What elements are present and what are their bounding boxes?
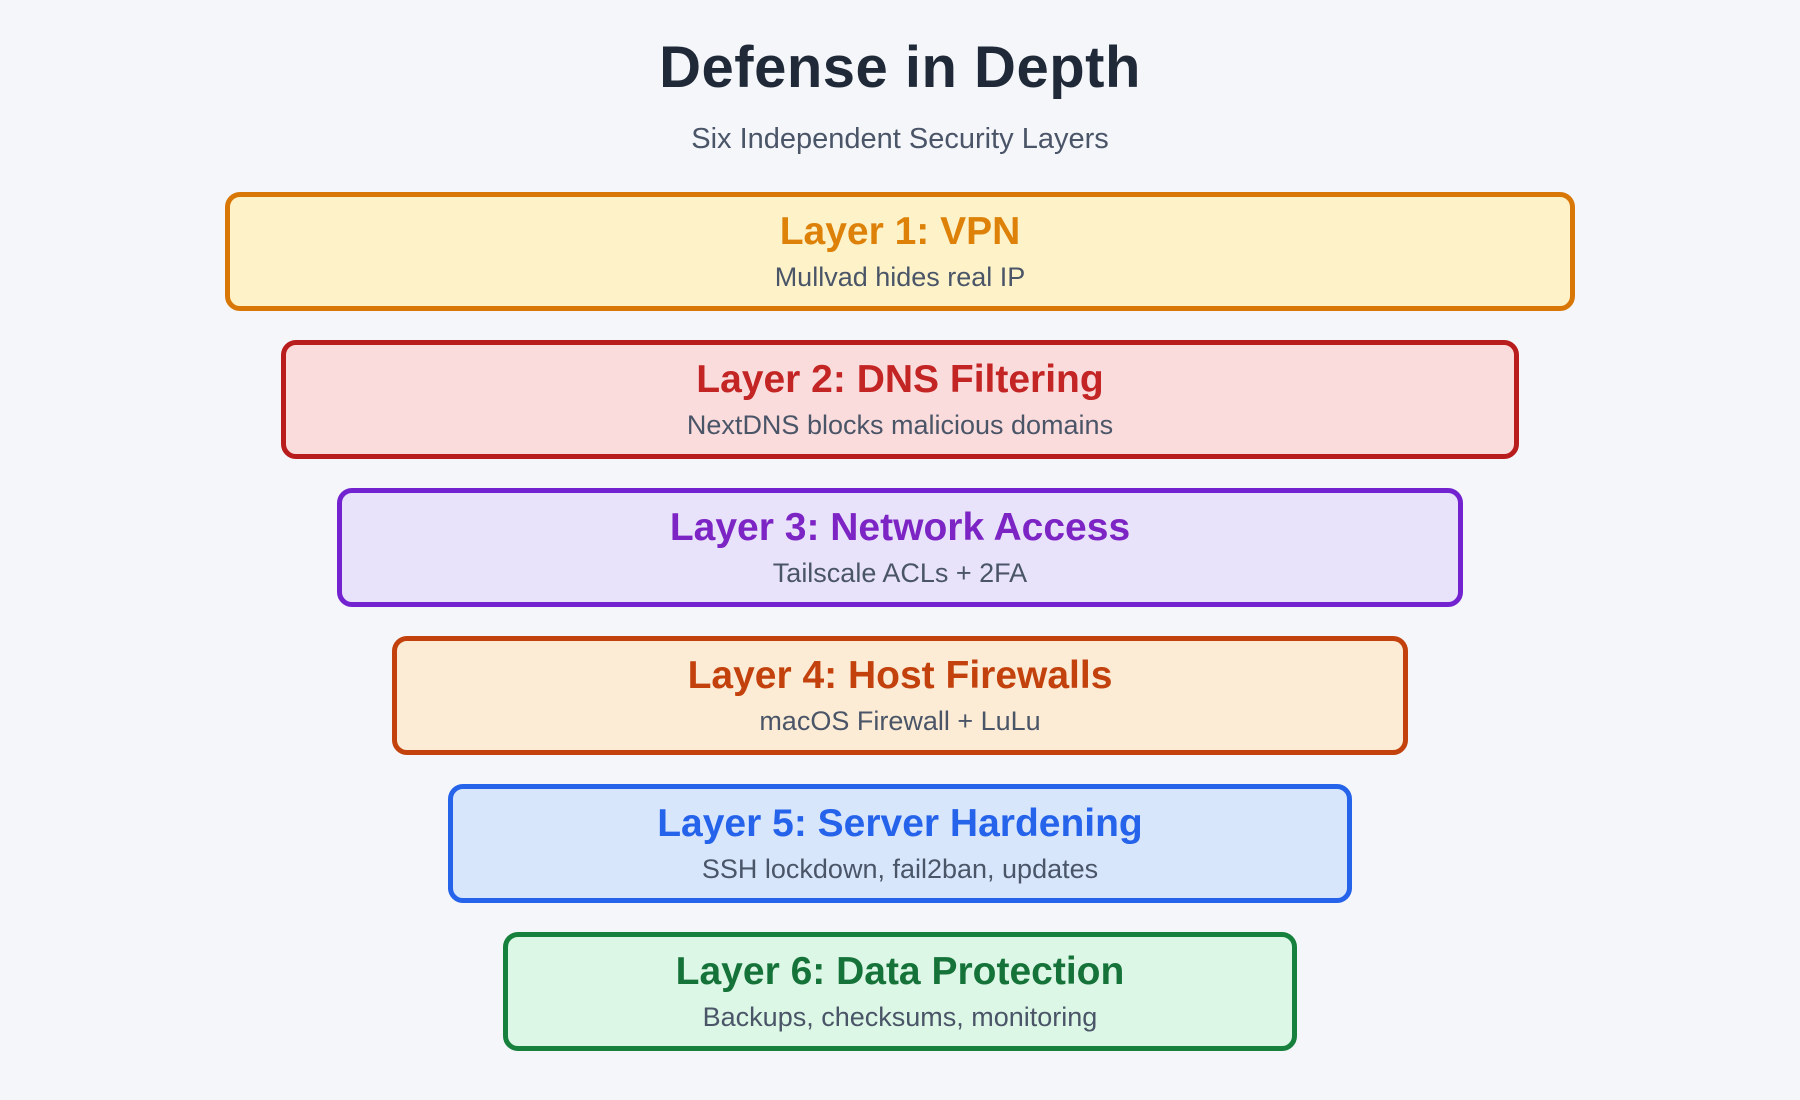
page-title: Defense in Depth [659, 35, 1141, 100]
layer-3-subtitle: Tailscale ACLs + 2FA [772, 557, 1028, 588]
layer-box-1: Layer 1: VPN Mullvad hides real IP [225, 192, 1575, 311]
layer-5-subtitle: SSH lockdown, fail2ban, updates [701, 853, 1099, 884]
layer-4-title: Layer 4: Host Firewalls [687, 653, 1113, 697]
layer-6-subtitle: Backups, checksums, monitoring [702, 1001, 1098, 1032]
layer-5-title: Layer 5: Server Hardening [657, 801, 1143, 845]
layer-1-title: Layer 1: VPN [779, 209, 1021, 253]
layer-2-subtitle: NextDNS blocks malicious domains [686, 409, 1114, 440]
layer-6-title: Layer 6: Data Protection [675, 949, 1125, 993]
layer-2-title: Layer 2: DNS Filtering [696, 357, 1104, 401]
layer-1-subtitle: Mullvad hides real IP [774, 261, 1026, 292]
diagram-header: Defense in Depth Six Independent Securit… [0, 34, 1800, 156]
page-subtitle: Six Independent Security Layers [691, 123, 1109, 155]
layer-box-4: Layer 4: Host Firewalls macOS Firewall +… [392, 636, 1408, 755]
layer-box-2: Layer 2: DNS Filtering NextDNS blocks ma… [281, 340, 1519, 459]
layer-box-5: Layer 5: Server Hardening SSH lockdown, … [448, 784, 1352, 903]
layer-box-3: Layer 3: Network Access Tailscale ACLs +… [337, 488, 1463, 607]
layer-3-title: Layer 3: Network Access [669, 505, 1131, 549]
layer-box-6: Layer 6: Data Protection Backups, checks… [503, 932, 1297, 1051]
layer-4-subtitle: macOS Firewall + LuLu [759, 705, 1041, 736]
layer-stack: Layer 1: VPN Mullvad hides real IP Layer… [0, 192, 1800, 1051]
